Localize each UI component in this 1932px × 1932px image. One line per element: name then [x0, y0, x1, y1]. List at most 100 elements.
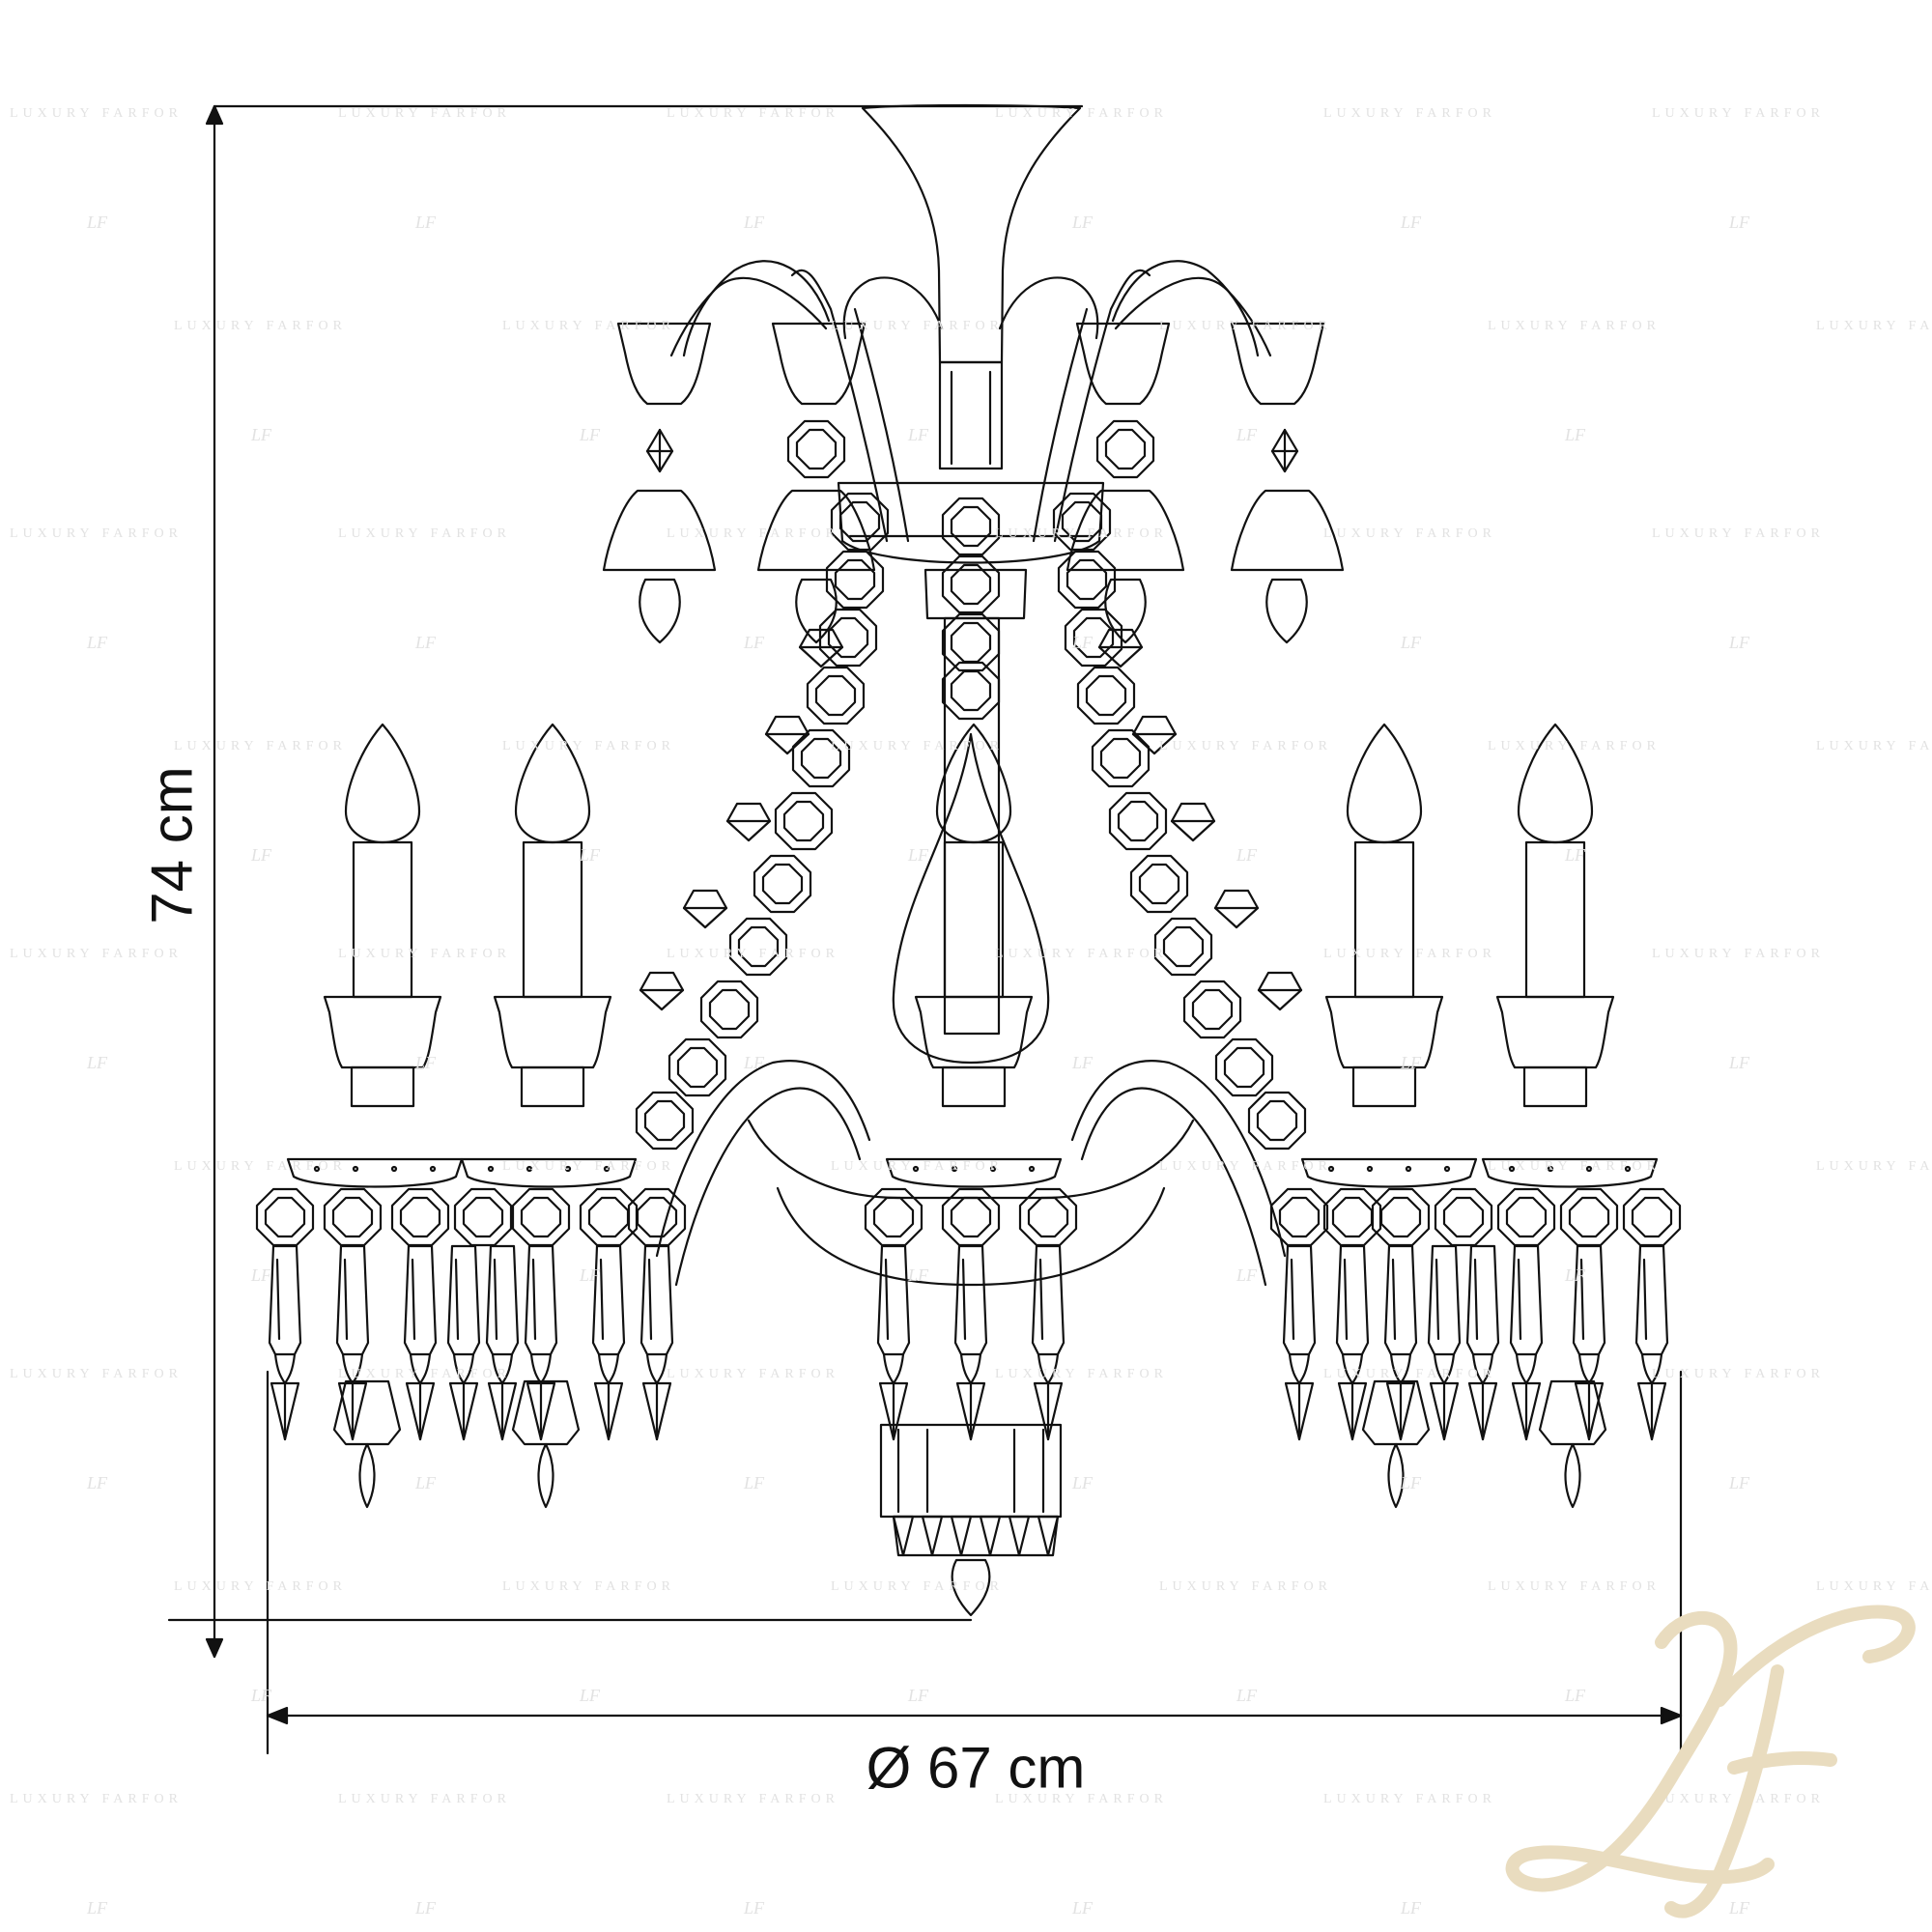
watermark-text: LUXURY FARFOR: [174, 739, 347, 753]
watermark-monogram: LF: [1729, 1473, 1750, 1492]
watermark-monogram: LF: [580, 425, 601, 444]
ceiling-canopy: [837, 103, 1105, 1036]
height-dimension-label: 74 cm: [139, 766, 205, 924]
watermark-text: LUXURY FARFOR: [995, 106, 1168, 121]
watermark-monogram: LF: [1729, 213, 1750, 232]
watermark-text: LUXURY FARFOR: [338, 1367, 511, 1381]
watermark-text: LUXURY FARFOR: [1816, 319, 1932, 333]
watermark-text: LUXURY FARFOR: [1159, 319, 1332, 333]
watermark-monogram: LF: [251, 1686, 272, 1705]
watermark-monogram: LF: [744, 213, 765, 232]
watermark-monogram: LF: [908, 845, 929, 865]
watermark-monogram: LF: [908, 1265, 929, 1285]
watermark-text: LUXURY FARFOR: [1323, 526, 1496, 541]
pendant-crystals: [268, 1244, 1669, 1441]
watermark-text: LUXURY FARFOR: [1159, 739, 1332, 753]
watermark-monogram: LF: [1072, 1898, 1094, 1918]
watermark-text: LUXURY FARFOR: [1652, 526, 1825, 541]
watermark-monogram: LF: [908, 425, 929, 444]
watermark-monogram: LF: [1729, 633, 1750, 652]
watermark-text: LUXURY FARFOR: [667, 106, 839, 121]
watermark-text: LUXURY FARFOR: [667, 526, 839, 541]
upper-bells: [602, 489, 1345, 644]
watermark-text: LUXURY FARFOR: [10, 947, 183, 961]
watermark-text: LUXURY FARFOR: [831, 319, 1004, 333]
watermark-monogram: LF: [1565, 1265, 1586, 1285]
watermark-text: LUXURY FARFOR: [1488, 739, 1661, 753]
watermark-monogram: LF: [87, 633, 108, 652]
central-basket: [879, 1423, 1063, 1617]
watermark-text: LUXURY FARFOR: [995, 947, 1168, 961]
watermark-monogram: LF: [1072, 213, 1094, 232]
watermark-text: LUXURY FARFOR: [338, 526, 511, 541]
watermark-text: LUXURY FARFOR: [338, 106, 511, 121]
watermark-text: LUXURY FARFOR: [174, 319, 347, 333]
watermark-text: LUXURY FARFOR: [502, 1579, 675, 1594]
watermark-text: LUXURY FARFOR: [1488, 319, 1661, 333]
watermark-text: LUXURY FARFOR: [174, 1579, 347, 1594]
watermark-text: LUXURY FARFOR: [1323, 947, 1496, 961]
watermark-text: LUXURY FARFOR: [10, 106, 183, 121]
watermark-text: LUXURY FARFOR: [1159, 1579, 1332, 1594]
watermark-text: LUXURY FARFOR: [831, 1159, 1004, 1174]
watermark-text: LUXURY FARFOR: [338, 1792, 511, 1806]
watermark-text: LUXURY FARFOR: [1488, 1579, 1661, 1594]
watermark-text: LUXURY FARFOR: [10, 526, 183, 541]
central-column: [892, 497, 1050, 1065]
watermark-monogram: LF: [415, 1898, 437, 1918]
upper-jewels: [645, 419, 1299, 479]
watermark-text: LUXURY FARFOR: [1816, 739, 1932, 753]
watermark-monogram: LF: [1236, 845, 1258, 865]
watermark-monogram: LF: [908, 1686, 929, 1705]
watermark-text: LUXURY FARFOR: [1652, 1367, 1825, 1381]
watermark-text: LUXURY FARFOR: [831, 1579, 1004, 1594]
watermark-monogram: LF: [1565, 425, 1586, 444]
watermark-monogram: LF: [87, 1898, 108, 1918]
watermark-text: LUXURY FARFOR: [995, 526, 1168, 541]
watermark-monogram: LF: [1236, 1686, 1258, 1705]
watermark-monogram: LF: [415, 213, 437, 232]
watermark-monogram: LF: [415, 633, 437, 652]
watermark-text: LUXURY FARFOR: [667, 1792, 839, 1806]
watermark-text: LUXURY FARFOR: [10, 1792, 183, 1806]
watermark-monogram: LF: [251, 1265, 272, 1285]
watermark-text: LUXURY FARFOR: [502, 1159, 675, 1174]
watermark-text: LUXURY FARFOR: [667, 947, 839, 961]
watermark-text: LUXURY FARFOR: [502, 739, 675, 753]
watermark-text: LUXURY FARFOR: [1816, 1159, 1932, 1174]
watermark-monogram: LF: [251, 845, 272, 865]
watermark-monogram: LF: [1401, 1898, 1422, 1918]
watermark-monogram: LF: [251, 425, 272, 444]
watermark-text: LUXURY FARFOR: [831, 739, 1004, 753]
watermark-text: LUXURY FARFOR: [995, 1792, 1168, 1806]
watermark-monogram: LF: [1072, 633, 1094, 652]
watermark-text: LUXURY FARFOR: [338, 947, 511, 961]
lf-monogram-logo: [1505, 1605, 1916, 1918]
watermark-monogram: LF: [415, 1053, 437, 1072]
watermark-monogram: LF: [415, 1473, 437, 1492]
watermark-monogram: LF: [1072, 1053, 1094, 1072]
watermark-text: LUXURY FARFOR: [1652, 947, 1825, 961]
watermark-text: LUXURY FARFOR: [1816, 1579, 1932, 1594]
watermark-monogram: LF: [1401, 1053, 1422, 1072]
watermark-text: LUXURY FARFOR: [10, 1367, 183, 1381]
watermark-monogram: LF: [1565, 845, 1586, 865]
upper-cups: [616, 322, 1325, 406]
watermark-monogram: LF: [1236, 1265, 1258, 1285]
watermark-text: LUXURY FARFOR: [1652, 106, 1825, 121]
watermark-monogram: LF: [1401, 213, 1422, 232]
watermark-monogram: LF: [744, 1473, 765, 1492]
watermark-monogram: LF: [580, 1265, 601, 1285]
watermark-text: LUXURY FARFOR: [995, 1367, 1168, 1381]
watermark-monogram: LF: [744, 1053, 765, 1072]
watermark-monogram: LF: [580, 1686, 601, 1705]
watermark-text: LUXURY FARFOR: [1652, 1792, 1825, 1806]
watermark-text: LUXURY FARFOR: [502, 319, 675, 333]
watermark-monogram: LF: [87, 1053, 108, 1072]
watermark-monogram: LF: [87, 1473, 108, 1492]
watermark-monogram: LF: [1729, 1898, 1750, 1918]
watermark-monogram: LF: [1401, 1473, 1422, 1492]
watermark-monogram: LF: [1401, 633, 1422, 652]
watermark-monogram: LF: [1072, 1473, 1094, 1492]
